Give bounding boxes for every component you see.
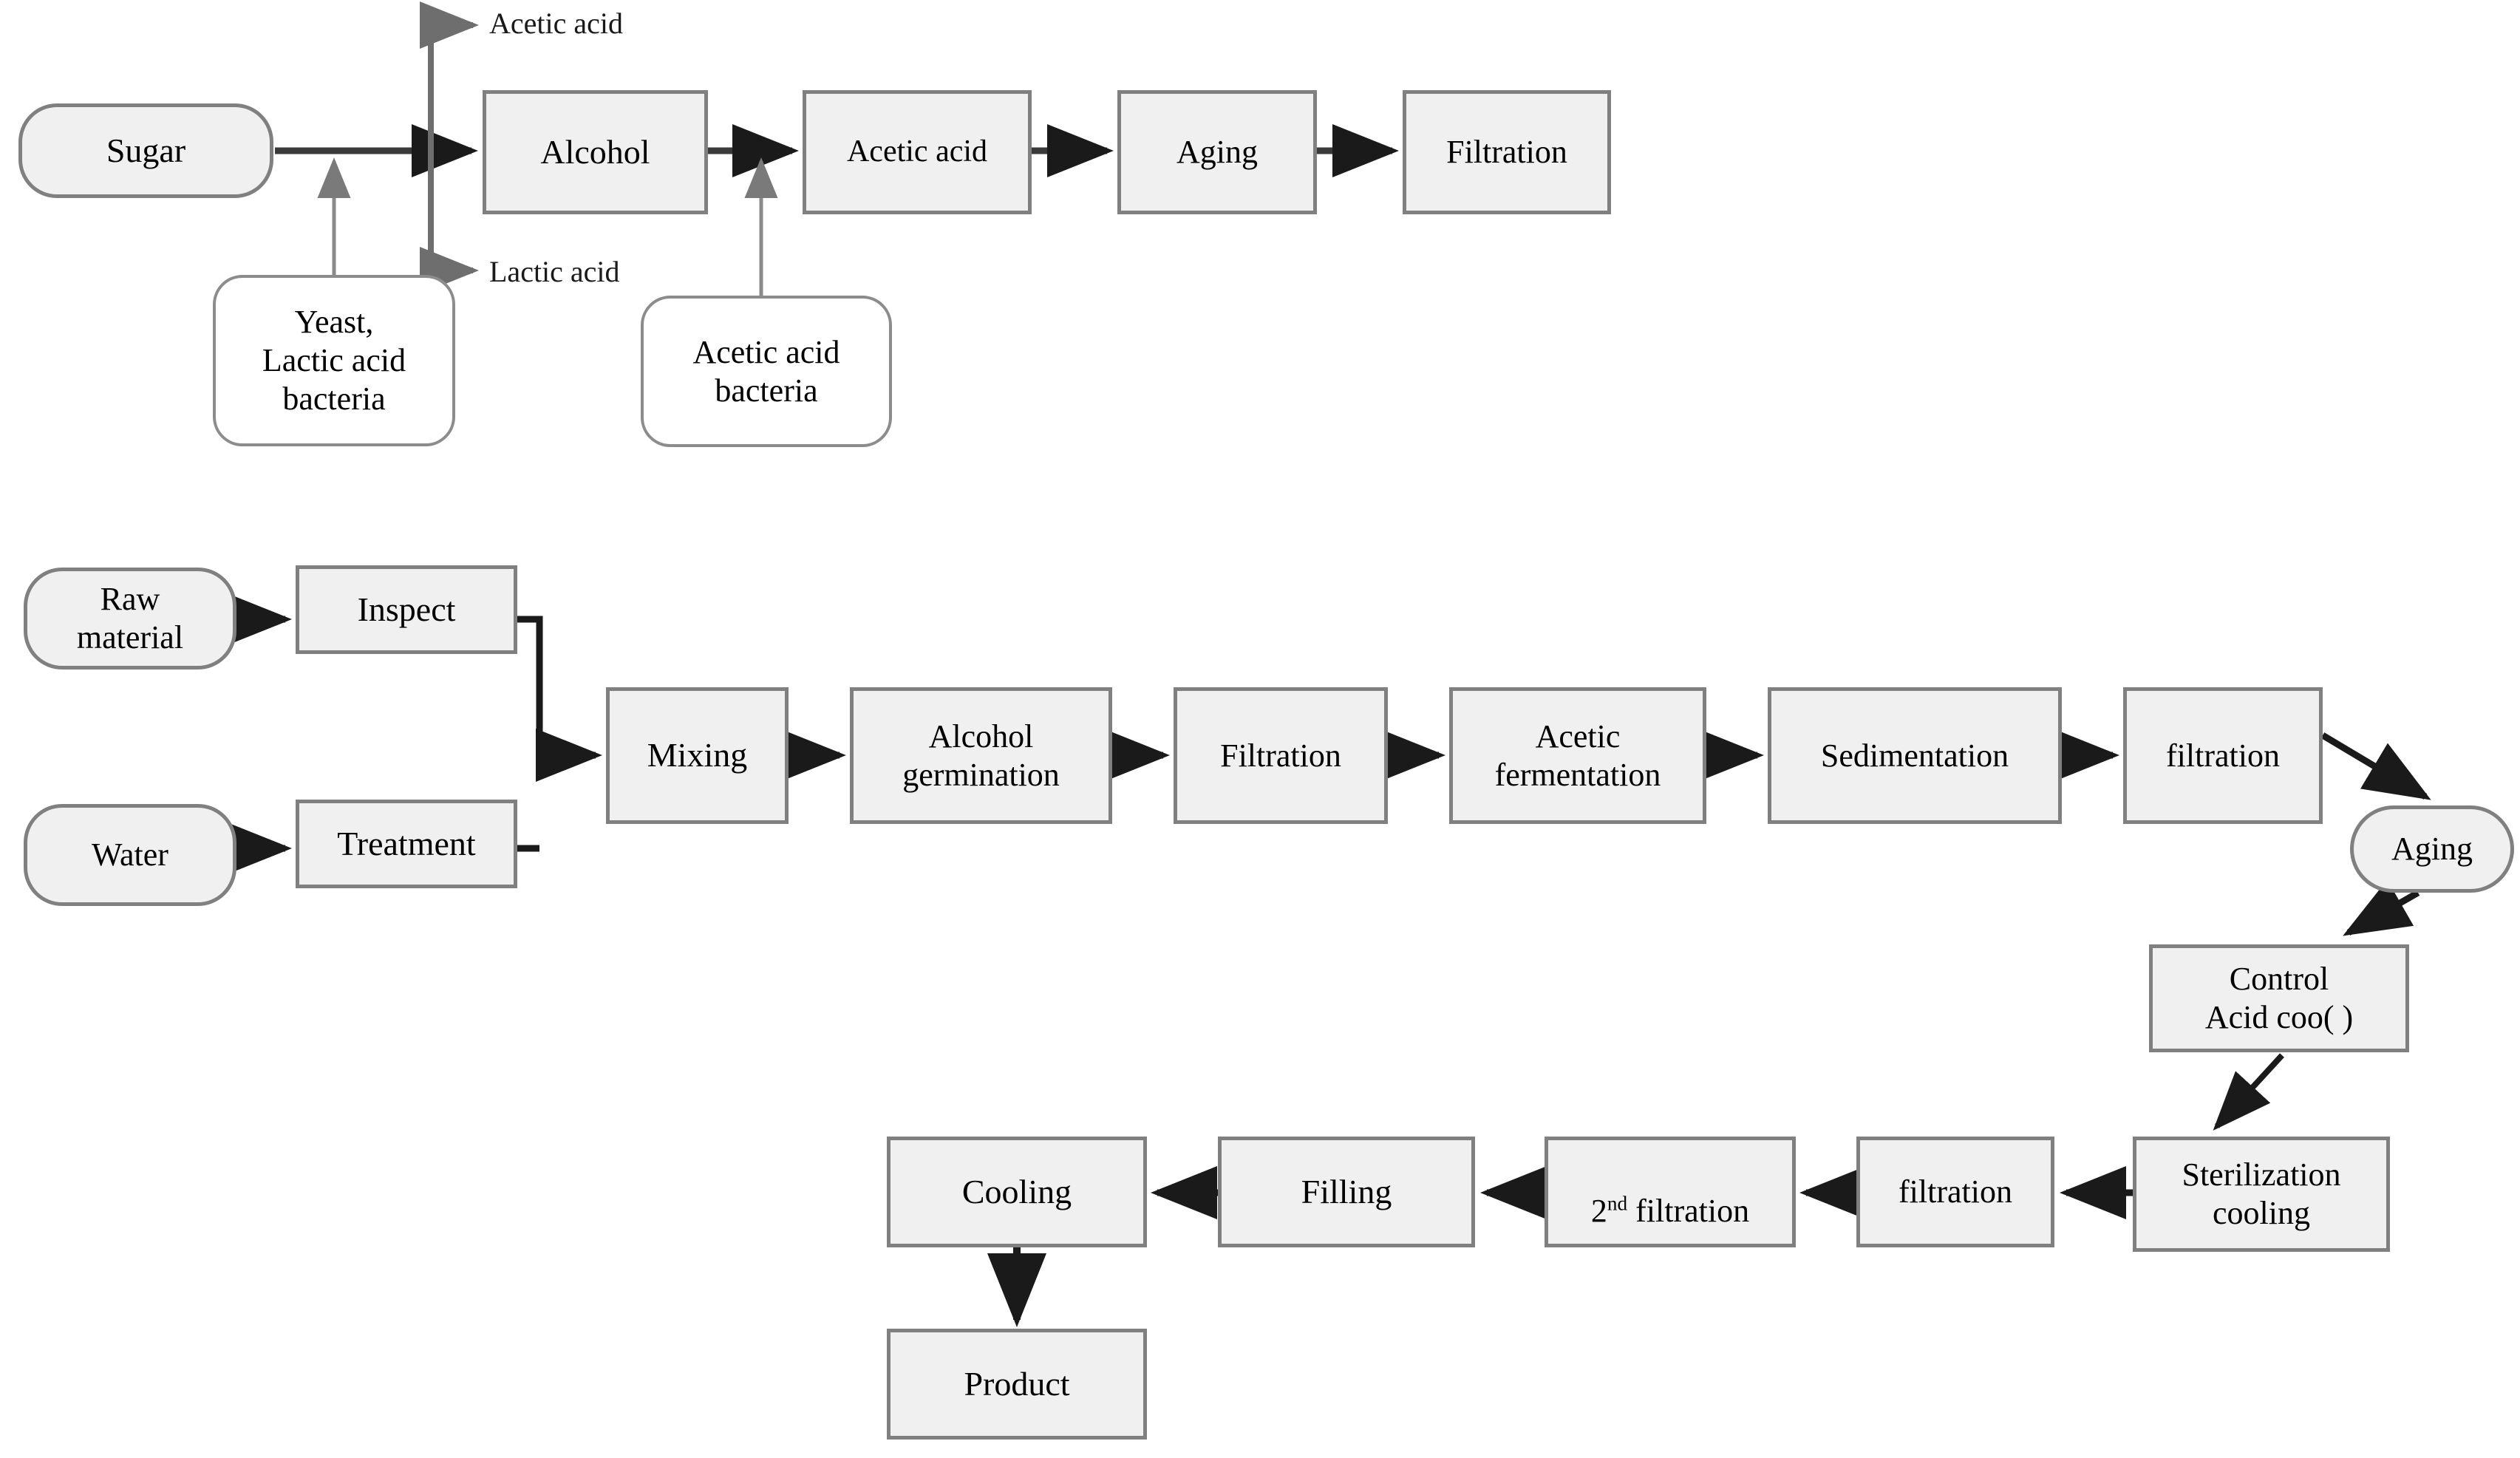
node-aging-top[interactable]: Aging <box>1117 90 1317 214</box>
node-control-acid-cool[interactable]: Control Acid coo( ) <box>2149 944 2409 1052</box>
node-sedimentation[interactable]: Sedimentation <box>1768 687 2062 824</box>
node-second-filtration[interactable]: 2nd filtration <box>1545 1137 1796 1247</box>
node-filtration-mid[interactable]: Filtration <box>1174 687 1388 824</box>
node-acetic-acid-bacteria[interactable]: Acetic acid bacteria <box>641 296 892 447</box>
node-filtration-lower[interactable]: filtration <box>2123 687 2323 824</box>
second-filtration-label: 2nd filtration <box>1590 1192 1750 1229</box>
node-filling[interactable]: Filling <box>1218 1137 1475 1247</box>
node-aging-bottom[interactable]: Aging <box>2350 805 2514 893</box>
node-water[interactable]: Water <box>24 804 236 906</box>
node-alcohol-germination[interactable]: Alcohol germination <box>850 687 1112 824</box>
node-yeast-lactic-bacteria[interactable]: Yeast, Lactic acid bacteria <box>213 275 455 446</box>
node-acetic-acid[interactable]: Acetic acid <box>803 90 1032 214</box>
node-sterilization-cooling[interactable]: Sterilization cooling <box>2133 1137 2390 1252</box>
ordinal-suffix: nd <box>1607 1192 1628 1215</box>
node-alcohol[interactable]: Alcohol <box>483 90 708 214</box>
node-treatment[interactable]: Treatment <box>296 800 517 888</box>
edge-merge-to-mixing <box>517 616 602 852</box>
edge-aging2-to-control <box>2343 879 2420 936</box>
node-filtration-top[interactable]: Filtration <box>1403 90 1611 214</box>
label-acetic-acid-output: Acetic acid <box>489 7 623 40</box>
node-raw-material[interactable]: Raw material <box>24 568 236 670</box>
edge-control-to-sterilization <box>2213 1053 2284 1131</box>
node-product[interactable]: Product <box>887 1329 1147 1440</box>
node-mixing[interactable]: Mixing <box>606 687 789 824</box>
node-filtration-final[interactable]: filtration <box>1856 1137 2054 1247</box>
edge-branch-stem <box>420 1 479 294</box>
node-acetic-fermentation[interactable]: Acetic fermentation <box>1449 687 1706 824</box>
node-inspect[interactable]: Inspect <box>296 565 517 654</box>
label-lactic-acid-output: Lactic acid <box>489 255 620 288</box>
edge-filtration3-to-aging2 <box>2320 732 2431 800</box>
node-sugar[interactable]: Sugar <box>18 103 273 198</box>
node-cooling[interactable]: Cooling <box>887 1137 1147 1247</box>
